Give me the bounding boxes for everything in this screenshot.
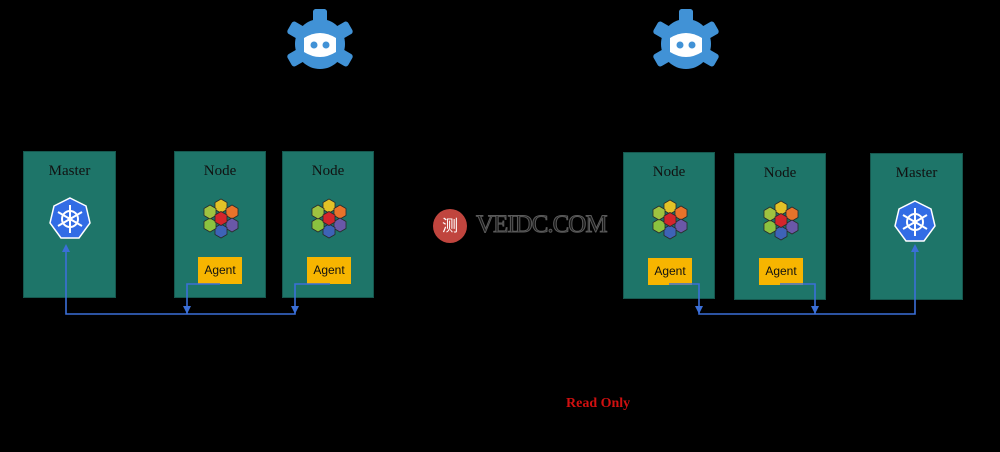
master-title: Master — [48, 163, 91, 179]
node-title: Node — [763, 165, 797, 181]
etcd-icon-left — [287, 9, 353, 69]
watermark-badge: 测 — [433, 209, 467, 243]
node-box-left-1: Node Agent — [174, 151, 266, 298]
hexagon-cluster-icon — [203, 198, 239, 239]
node-box-right-1: Node Agent — [623, 152, 715, 299]
watermark-text: VEIDC.COM — [476, 211, 609, 239]
etcd-icon-right — [653, 9, 719, 69]
agent-box: Agent — [198, 257, 242, 284]
master-title: Master — [895, 165, 938, 181]
node-title: Node — [203, 163, 237, 179]
master-box-left: Master — [23, 151, 116, 298]
node-title: Node — [652, 164, 686, 180]
read-only-label: Read Only — [566, 396, 631, 411]
hexagon-cluster-icon — [763, 200, 799, 241]
node-title: Node — [311, 163, 345, 179]
node-box-right-2: Node Agent — [734, 153, 826, 300]
node-box-left-2: Node Agent — [282, 151, 374, 298]
kubernetes-icon — [49, 197, 91, 239]
agent-box: Agent — [307, 257, 351, 284]
hexagon-cluster-icon — [311, 198, 347, 239]
kubernetes-icon — [894, 200, 936, 242]
agent-box: Agent — [648, 258, 692, 285]
master-box-right: Master — [870, 153, 963, 300]
hexagon-cluster-icon — [652, 199, 688, 240]
agent-box: Agent — [759, 258, 803, 285]
